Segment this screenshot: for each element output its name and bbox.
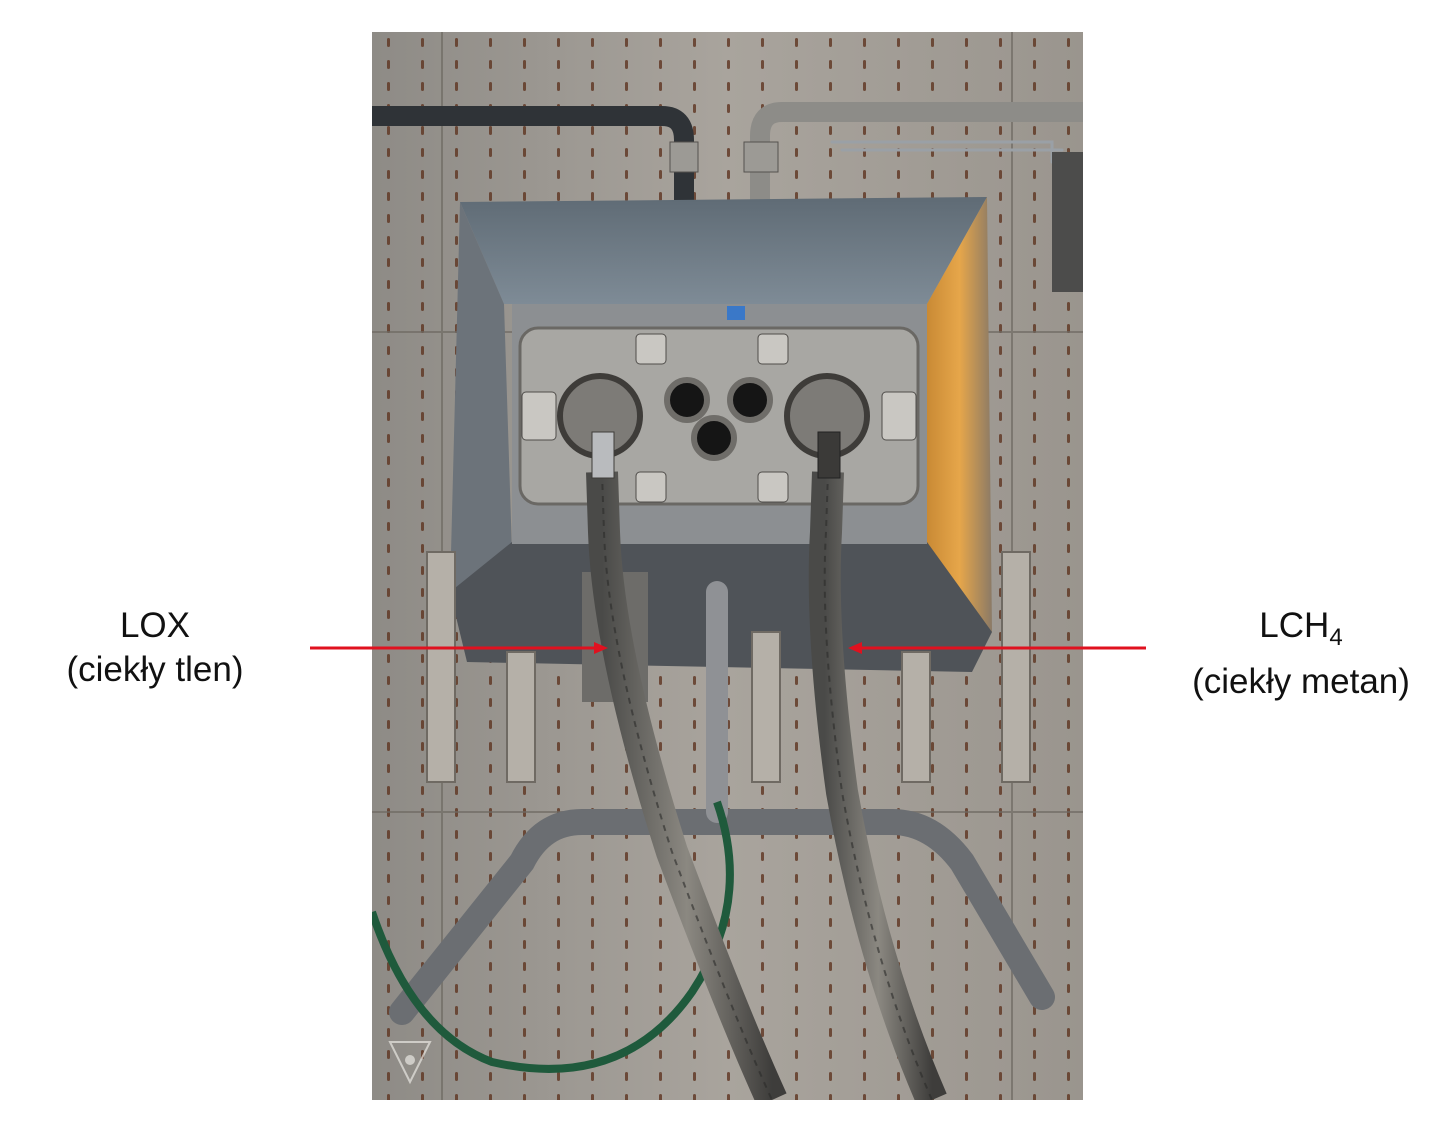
lch4-label-title: LCH4 <box>1168 604 1434 660</box>
lox-label-title: LOX <box>119 606 191 645</box>
lch4-label-sub: 4 <box>1329 624 1343 651</box>
lox-label: LOX (ciekły tlen) <box>40 604 270 692</box>
triangle-logo-icon <box>388 1041 432 1085</box>
lox-label-subtitle: (ciekły tlen) <box>66 650 244 689</box>
lch4-label: LCH4 (ciekły metan) <box>1168 604 1434 704</box>
lch4-label-base: LCH <box>1259 606 1330 645</box>
lch4-arrow <box>848 642 1146 654</box>
lox-arrow <box>310 642 608 654</box>
umbilical-photo <box>372 32 1083 1100</box>
top-pipes <box>372 102 1083 262</box>
lch4-label-subtitle: (ciekły metan) <box>1192 662 1410 701</box>
photo-illustration <box>372 32 1083 1100</box>
